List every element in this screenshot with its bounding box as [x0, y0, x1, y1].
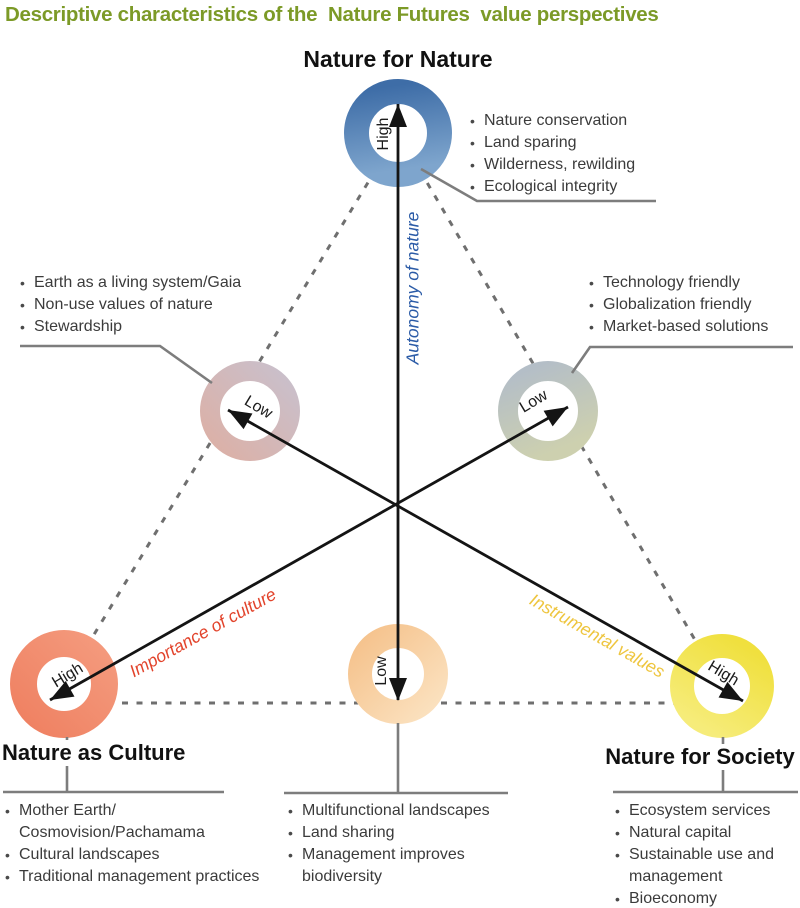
list-item-text: Multifunctional landscapes	[302, 802, 490, 819]
list-item-text: Land sharing	[302, 824, 395, 841]
list-item: Ecosystem services	[615, 800, 774, 822]
bullet-icon	[20, 272, 34, 294]
list-item: Land sharing	[288, 822, 490, 844]
list-item: Earth as a living system/Gaia	[20, 272, 241, 294]
bullet-icon	[615, 800, 629, 822]
list-item: Globalization friendly	[589, 294, 768, 316]
arrowhead-up	[389, 104, 407, 127]
list-item: Multifunctional landscapes	[288, 800, 490, 822]
list-item-text: Non-use values of nature	[34, 296, 213, 313]
list-item: Non-use values of nature	[20, 294, 241, 316]
bullet-icon	[288, 822, 302, 844]
connector-right	[570, 345, 793, 374]
bullet-icon	[5, 866, 19, 888]
axis-culture-line	[49, 405, 569, 702]
bullet-icon	[589, 316, 603, 338]
page-title: Descriptive characteristics of the Natur…	[5, 3, 659, 26]
bullet-icon	[615, 822, 629, 844]
bullet-icon	[470, 176, 484, 198]
arrowhead-upper-right	[543, 407, 568, 427]
bullet-icon	[470, 110, 484, 132]
list-item: Traditional management practices	[5, 866, 259, 888]
bullet-icon	[288, 844, 302, 866]
list-midpoint-left: Earth as a living system/Gaia Non-use va…	[20, 272, 241, 338]
list-item-text: Globalization friendly	[603, 296, 752, 313]
dashed-triangle	[62, 132, 735, 705]
label-nature-for-nature: Nature for Nature	[301, 46, 495, 73]
list-item: Stewardship	[20, 316, 241, 338]
axis-label-autonomy: Autonomy of nature	[402, 211, 423, 365]
axis-end-high-top: High	[375, 117, 392, 151]
arrowhead-upper-left	[228, 410, 253, 430]
bullet-icon	[20, 316, 34, 338]
list-item: Mother Earth/ Cosmovision/Pachamama	[5, 800, 259, 844]
list-item-text: Mother Earth/ Cosmovision/Pachamama	[19, 802, 205, 841]
list-item: Management improves biodiversity	[288, 844, 490, 888]
list-item: Sustainable use and management	[615, 844, 774, 888]
arrowhead-lower-left	[50, 680, 75, 700]
list-item: Bioeconomy	[615, 888, 774, 908]
list-item-text: Ecological integrity	[484, 178, 618, 195]
list-item-text: Nature conservation	[484, 112, 628, 129]
bullet-icon	[589, 272, 603, 294]
donut-rings	[10, 79, 774, 738]
list-item-text: Earth as a living system/Gaia	[34, 274, 242, 291]
list-item-text: Stewardship	[34, 318, 123, 335]
list-item-text: Market-based solutions	[603, 318, 769, 335]
list-item: Natural capital	[615, 822, 774, 844]
callout-connectors	[3, 167, 798, 795]
list-item-text: Bioeconomy	[629, 890, 718, 907]
bullet-icon	[5, 800, 19, 822]
list-item: Market-based solutions	[589, 316, 768, 338]
label-nature-for-society: Nature for Society	[603, 744, 797, 770]
list-item-text: Technology friendly	[603, 274, 740, 291]
list-item: Cultural landscapes	[5, 844, 259, 866]
bullet-icon	[5, 844, 19, 866]
bullet-icon	[615, 844, 629, 866]
bullet-icon	[589, 294, 603, 316]
bullet-icon	[288, 800, 302, 822]
connector-top-right	[420, 167, 656, 203]
list-item-text: Management improves biodiversity	[302, 846, 465, 885]
list-item-text: Ecosystem services	[629, 802, 771, 819]
list-midpoint-bottom: Multifunctional landscapes Land sharing …	[288, 800, 490, 888]
list-midpoint-right: Technology friendly Globalization friend…	[589, 272, 768, 338]
list-item: Technology friendly	[589, 272, 768, 294]
bullet-icon	[470, 154, 484, 176]
list-item: Ecological integrity	[470, 176, 635, 198]
value-axes	[49, 104, 744, 703]
list-item-text: Natural capital	[629, 824, 732, 841]
bullet-icon	[20, 294, 34, 316]
arrowhead-down	[389, 678, 407, 701]
list-nature-for-society: Ecosystem services Natural capital Susta…	[615, 800, 774, 908]
list-item: Land sparing	[470, 132, 635, 154]
list-nature-as-culture: Mother Earth/ Cosmovision/Pachamama Cult…	[5, 800, 259, 888]
list-item: Wilderness, rewilding	[470, 154, 635, 176]
axis-arrowheads	[50, 104, 743, 701]
axis-instrumental-line	[227, 408, 744, 703]
list-item-text: Traditional management practices	[19, 868, 260, 885]
list-nature-for-nature: Nature conservation Land sparing Wildern…	[470, 110, 635, 198]
arrowhead-lower-right	[718, 681, 743, 701]
axis-end-low-bottom: Low	[373, 656, 390, 686]
list-item-text: Sustainable use and management	[629, 846, 774, 885]
connector-left	[20, 344, 213, 385]
list-item-text: Land sparing	[484, 134, 577, 151]
label-nature-as-culture: Nature as Culture	[0, 740, 188, 766]
bullet-icon	[470, 132, 484, 154]
list-item-text: Cultural landscapes	[19, 846, 160, 863]
list-item: Nature conservation	[470, 110, 635, 132]
list-item-text: Wilderness, rewilding	[484, 156, 636, 173]
ring-nature-for-society	[670, 634, 774, 738]
bullet-icon	[615, 888, 629, 908]
